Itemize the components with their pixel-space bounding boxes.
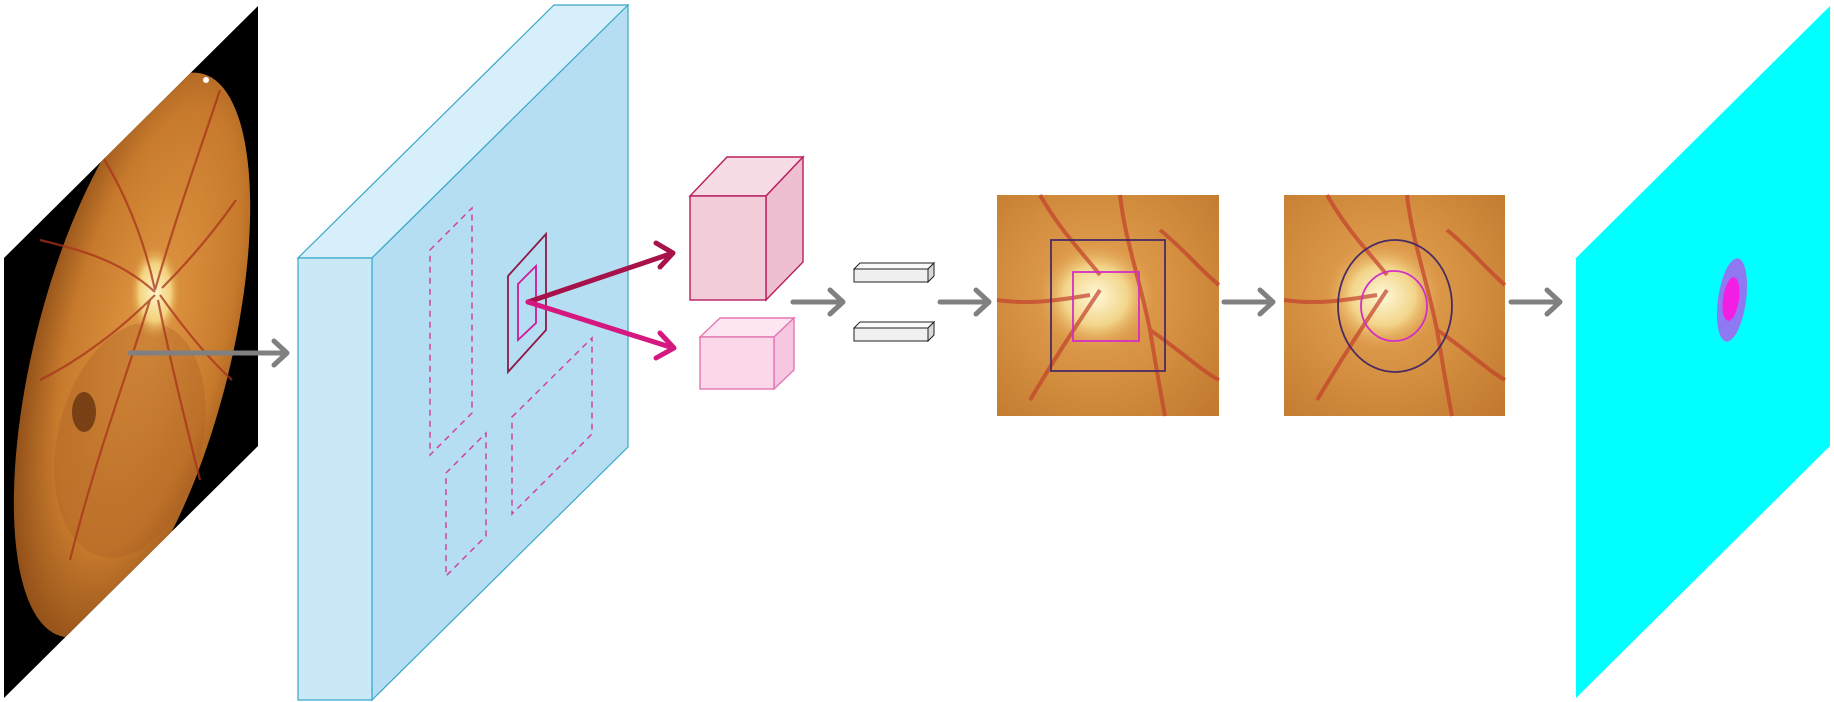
bounding-box-crop-icon [996, 194, 1221, 417]
inner-ellipse [1360, 270, 1428, 342]
segmentation-mask-icon [1576, 6, 1830, 698]
optic-cup-mask [1722, 277, 1740, 321]
outer-bounding-box [1050, 239, 1166, 372]
outer-ellipse [1337, 239, 1453, 373]
feature-vector-icon [852, 261, 936, 284]
flow-arrow-icon [1508, 287, 1563, 317]
dashed-roi-group [429, 206, 593, 578]
feature-vector-icon [852, 320, 936, 343]
flow-arrow-icon [1221, 287, 1276, 317]
flow-arrow-icon [790, 287, 846, 317]
flow-arrow-icon [525, 240, 677, 361]
roi-feature-cube-icon [688, 155, 805, 302]
flow-arrow-icon [937, 287, 992, 317]
roi-box-large [507, 231, 547, 375]
feature-map-icon [296, 3, 630, 702]
inner-bounding-box [1072, 271, 1140, 342]
roi-box-small [517, 263, 537, 343]
roi-feature-cube-icon [698, 316, 796, 391]
flow-arrow-icon [127, 338, 290, 368]
ellipse-fit-crop-icon [1283, 194, 1507, 417]
